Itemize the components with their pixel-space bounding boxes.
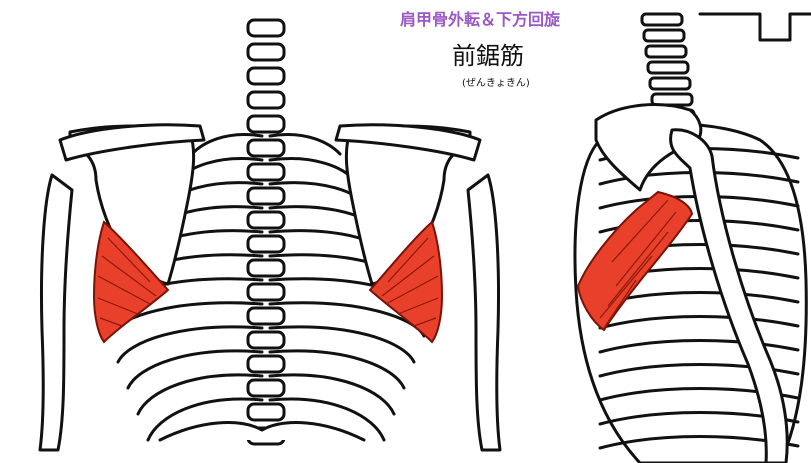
vertebra	[248, 260, 284, 276]
vertebra	[248, 284, 284, 300]
rib-right	[270, 351, 404, 388]
vertebra	[248, 380, 284, 396]
lateral-view	[575, 14, 811, 463]
muscle-name-reading: (ぜんきょきん)	[462, 74, 530, 89]
vertebra	[248, 116, 284, 132]
vertebra	[248, 164, 284, 180]
vertebra	[248, 356, 284, 372]
vertebra	[248, 308, 284, 324]
cervical-vertebra	[650, 78, 690, 89]
left-humerus	[40, 175, 72, 450]
vertebra	[248, 20, 284, 36]
posterior-view	[40, 20, 500, 450]
cervical-vertebra	[642, 14, 682, 25]
rib-left	[138, 375, 262, 414]
muscle-name: 前鋸筋	[452, 36, 524, 71]
rib-left	[118, 327, 262, 362]
mandible-lateral	[700, 14, 811, 40]
cervical-vertebra	[648, 62, 688, 73]
vertebra	[248, 404, 284, 420]
cervical-vertebra	[644, 30, 684, 41]
vertebra	[248, 44, 284, 60]
vertebra	[248, 140, 284, 156]
rib-right	[270, 327, 414, 362]
pelvis-posterior	[160, 423, 364, 440]
cervical-vertebra	[646, 46, 686, 57]
vertebra	[248, 92, 284, 108]
right-humerus	[468, 175, 500, 450]
vertebra	[248, 188, 284, 204]
vertebra	[248, 236, 284, 252]
vertebra	[248, 68, 284, 84]
vertebra	[248, 332, 284, 348]
rib-right	[270, 375, 394, 414]
action-title: 肩甲骨外転＆下方回旋	[400, 6, 560, 30]
vertebra	[248, 212, 284, 228]
rib-left	[128, 351, 262, 388]
